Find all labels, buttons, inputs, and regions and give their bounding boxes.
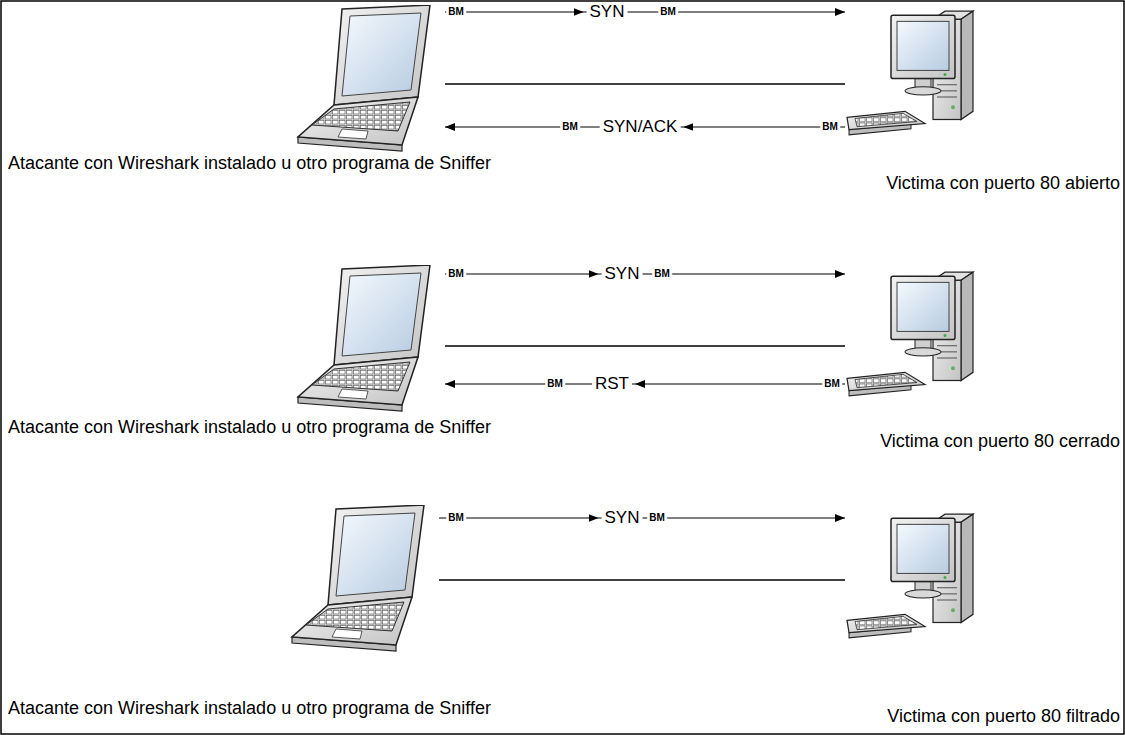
desktop-icon: [845, 508, 975, 646]
desktop-icon: [845, 266, 975, 404]
bm-marker-label: BM: [560, 121, 580, 133]
bm-marker-label: BM: [446, 512, 466, 524]
bm-marker-label: BM: [647, 512, 667, 524]
network-cable: [445, 345, 845, 347]
bm-marker-label: BM: [446, 6, 466, 18]
bm-marker-label: BM: [822, 378, 842, 390]
laptop-icon: [284, 505, 439, 655]
packet-label: SYN: [602, 508, 643, 528]
packet-label: SYN: [587, 2, 628, 22]
packet-label: SYN: [602, 264, 643, 284]
computer-caption: Victima con puerto 80 filtrado: [887, 705, 1120, 727]
laptop-icon: [290, 265, 445, 415]
bm-marker-label: BM: [545, 378, 565, 390]
victim-computer: Victima con puerto 80 cerrado: [845, 266, 975, 404]
network-cable: [445, 83, 845, 85]
computer-caption: Atacante con Wireshark instalado u otro …: [8, 697, 491, 719]
computer-caption: Atacante con Wireshark instalado u otro …: [8, 416, 491, 438]
computer-caption: Victima con puerto 80 abierto: [886, 172, 1120, 194]
network-cable: [439, 579, 845, 581]
bm-marker-label: BM: [658, 6, 678, 18]
attacker-laptop: Atacante con Wireshark instalado u otro …: [284, 505, 439, 655]
packet-label: SYN/ACK: [600, 117, 681, 137]
bm-marker-label: BM: [820, 121, 840, 133]
victim-computer: Victima con puerto 80 abierto: [845, 5, 975, 143]
victim-computer: Victima con puerto 80 filtrado: [845, 508, 975, 646]
packet-arrow: [445, 11, 845, 12]
packet-label: RST: [592, 374, 632, 394]
computer-caption: Atacante con Wireshark instalado u otro …: [8, 152, 491, 174]
attacker-laptop: Atacante con Wireshark instalado u otro …: [290, 265, 445, 415]
attacker-laptop: Atacante con Wireshark instalado u otro …: [290, 5, 445, 155]
desktop-icon: [845, 5, 975, 143]
laptop-icon: [290, 5, 445, 155]
bm-marker-label: BM: [652, 268, 672, 280]
packet-arrow: [445, 383, 845, 384]
packet-arrow: [445, 273, 845, 274]
bm-marker-label: BM: [446, 268, 466, 280]
computer-caption: Victima con puerto 80 cerrado: [880, 430, 1120, 452]
